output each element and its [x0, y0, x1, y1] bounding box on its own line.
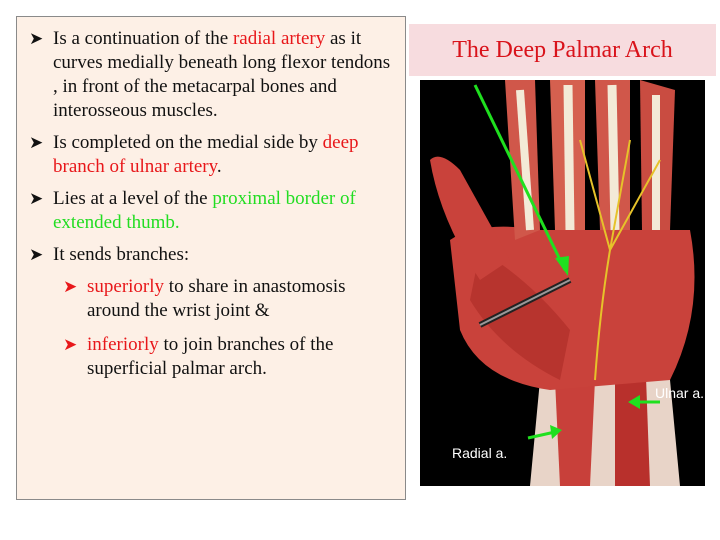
- bullet-text: to share in anastomosis around the wrist…: [87, 276, 346, 321]
- arrow-bullet-icon: ➤: [63, 277, 78, 296]
- radial-artery-label: Radial a.: [452, 445, 508, 461]
- bullet-highlight: proximal border of extended thumb.: [53, 188, 356, 233]
- ulnar-artery-label: Ulnar a.: [655, 385, 705, 401]
- bullet-continuation: ➤ Is a continuation of the radial artery…: [27, 27, 397, 123]
- bullet-completed: ➤ Is completed on the medial side by dee…: [27, 131, 397, 179]
- content-textbox: ➤ Is a continuation of the radial artery…: [16, 16, 406, 500]
- sub-bullet-inferiorly: ➤ inferiorly to join branches of the sup…: [61, 333, 397, 381]
- bullet-level: ➤ Lies at a level of the proximal border…: [27, 187, 397, 235]
- bullet-highlight: inferiorly: [87, 334, 159, 355]
- arrow-bullet-icon: ➤: [63, 335, 78, 354]
- bullet-text: Is completed on the medial side by: [53, 132, 323, 153]
- bullet-text: Lies at a level of the: [53, 188, 213, 209]
- bullet-text: Is a continuation of the: [53, 28, 233, 49]
- arrow-bullet-icon: ➤: [29, 29, 44, 48]
- hand-dissection-image: [420, 80, 705, 486]
- bullet-text: It sends branches:: [53, 244, 190, 265]
- arrow-bullet-icon: ➤: [29, 189, 44, 208]
- slide-title: The Deep Palmar Arch: [409, 24, 716, 76]
- bullet-text: to join branches of the superficial palm…: [87, 334, 334, 379]
- bullet-highlight: superiorly: [87, 276, 165, 297]
- arrow-bullet-icon: ➤: [29, 133, 44, 152]
- bullet-text: as it curves medially beneath long flexo…: [53, 28, 391, 121]
- bullet-highlight: deep branch of ulnar artery: [53, 132, 359, 177]
- bullet-text: .: [216, 156, 222, 177]
- bullet-branches: ➤ It sends branches:: [27, 243, 397, 267]
- sub-bullet-superiorly: ➤ superiorly to share in anastomosis aro…: [61, 275, 397, 323]
- arrow-bullet-icon: ➤: [29, 245, 44, 264]
- bullet-highlight: radial artery: [232, 28, 326, 49]
